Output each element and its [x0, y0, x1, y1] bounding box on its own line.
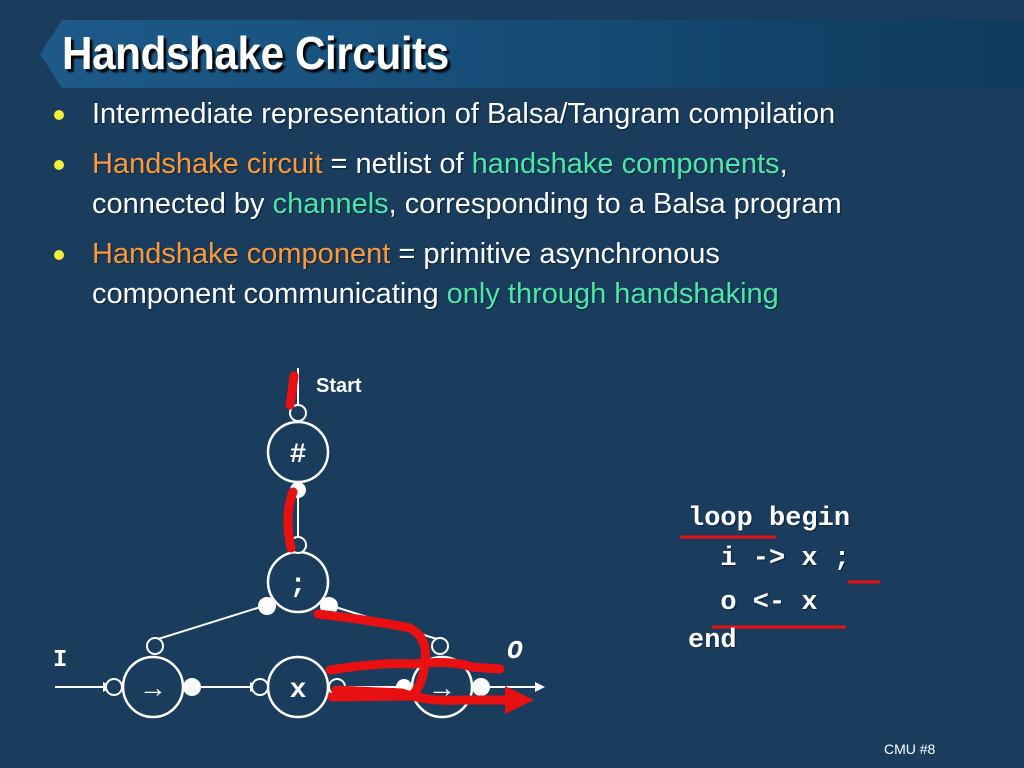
transfer-active-port	[183, 678, 201, 696]
code-line-1: loop begin	[688, 504, 850, 534]
code-begin-keyword: begin	[752, 504, 851, 534]
bullet-dot-icon	[54, 110, 64, 120]
title-banner	[40, 20, 1024, 88]
bullet-text-fragment: component communicating	[92, 278, 447, 310]
transfer-annotation-stroke	[313, 609, 430, 702]
start-label: Start	[316, 375, 362, 397]
bullet-text-fragment: , corresponding to a Balsa program	[388, 188, 842, 220]
sequencer-symbol: ;	[290, 570, 307, 601]
input-passive-port	[105, 678, 123, 696]
slide-title: Handshake Circuits	[62, 27, 449, 79]
output-arrow-icon	[535, 682, 545, 692]
start-passive-port	[289, 404, 307, 422]
sequencer-left-line	[154, 604, 268, 641]
bullet-text-fragment: Intermediate representation of Balsa/Tan…	[92, 98, 836, 130]
bullet-text: Handshake component = primitive asynchro…	[92, 238, 779, 310]
input-label: I	[53, 647, 67, 674]
bullet-text-fragment: handshake components	[471, 148, 780, 180]
repeater-symbol: #	[290, 440, 307, 471]
code-loop-keyword: loop	[688, 504, 753, 534]
bullet-item: Handshake circuit = netlist of handshake…	[50, 144, 1010, 224]
bullet-text-fragment: only through handshaking	[446, 278, 779, 310]
bullet-text: Handshake circuit = netlist of handshake…	[92, 148, 842, 220]
bullet-text-fragment: = primitive asynchronous	[390, 238, 720, 270]
annotation-arrowhead-icon	[505, 686, 534, 714]
bullet-text-fragment: Handshake component	[92, 238, 391, 270]
code-line-3: o <- x	[688, 588, 818, 618]
transferrer-symbol: →	[145, 675, 162, 706]
bullet-text-fragment: = netlist of	[322, 148, 472, 180]
code-line-2: i -> x ;	[688, 544, 850, 574]
bullet-item: Handshake component = primitive asynchro…	[50, 234, 1010, 314]
code-semicolon: ;	[833, 544, 851, 574]
transfer-passive-port	[146, 637, 164, 655]
output-path-annotation-stroke	[331, 685, 520, 705]
bullet-list: Intermediate representation of Balsa/Tan…	[50, 94, 1010, 324]
bullet-text-fragment: ,	[779, 148, 788, 180]
code-line-4: end	[688, 626, 737, 656]
bullet-dot-icon	[54, 160, 64, 170]
start-annotation-stroke	[285, 371, 299, 410]
output-annotation-stroke	[325, 658, 505, 675]
bullet-dot-icon	[54, 250, 64, 260]
bullet-text-fragment: connected by	[92, 188, 273, 220]
bullet-text-fragment: Handshake circuit	[92, 148, 323, 180]
channel-annotation-stroke	[283, 487, 298, 553]
output-active-port	[472, 678, 490, 696]
bullet-text: Intermediate representation of Balsa/Tan…	[92, 98, 835, 130]
slide-footer: CMU #8	[884, 741, 936, 757]
bullet-item: Intermediate representation of Balsa/Tan…	[50, 94, 1010, 134]
var-write-port	[251, 678, 269, 696]
sequencer-active-port-left	[258, 597, 276, 615]
output-label: O	[507, 636, 523, 666]
variable-symbol: x	[290, 675, 307, 706]
code-input-statement: i -> x	[688, 544, 834, 574]
bullet-text-fragment: channels	[272, 188, 389, 220]
transfer-out-passive-port	[431, 637, 449, 655]
